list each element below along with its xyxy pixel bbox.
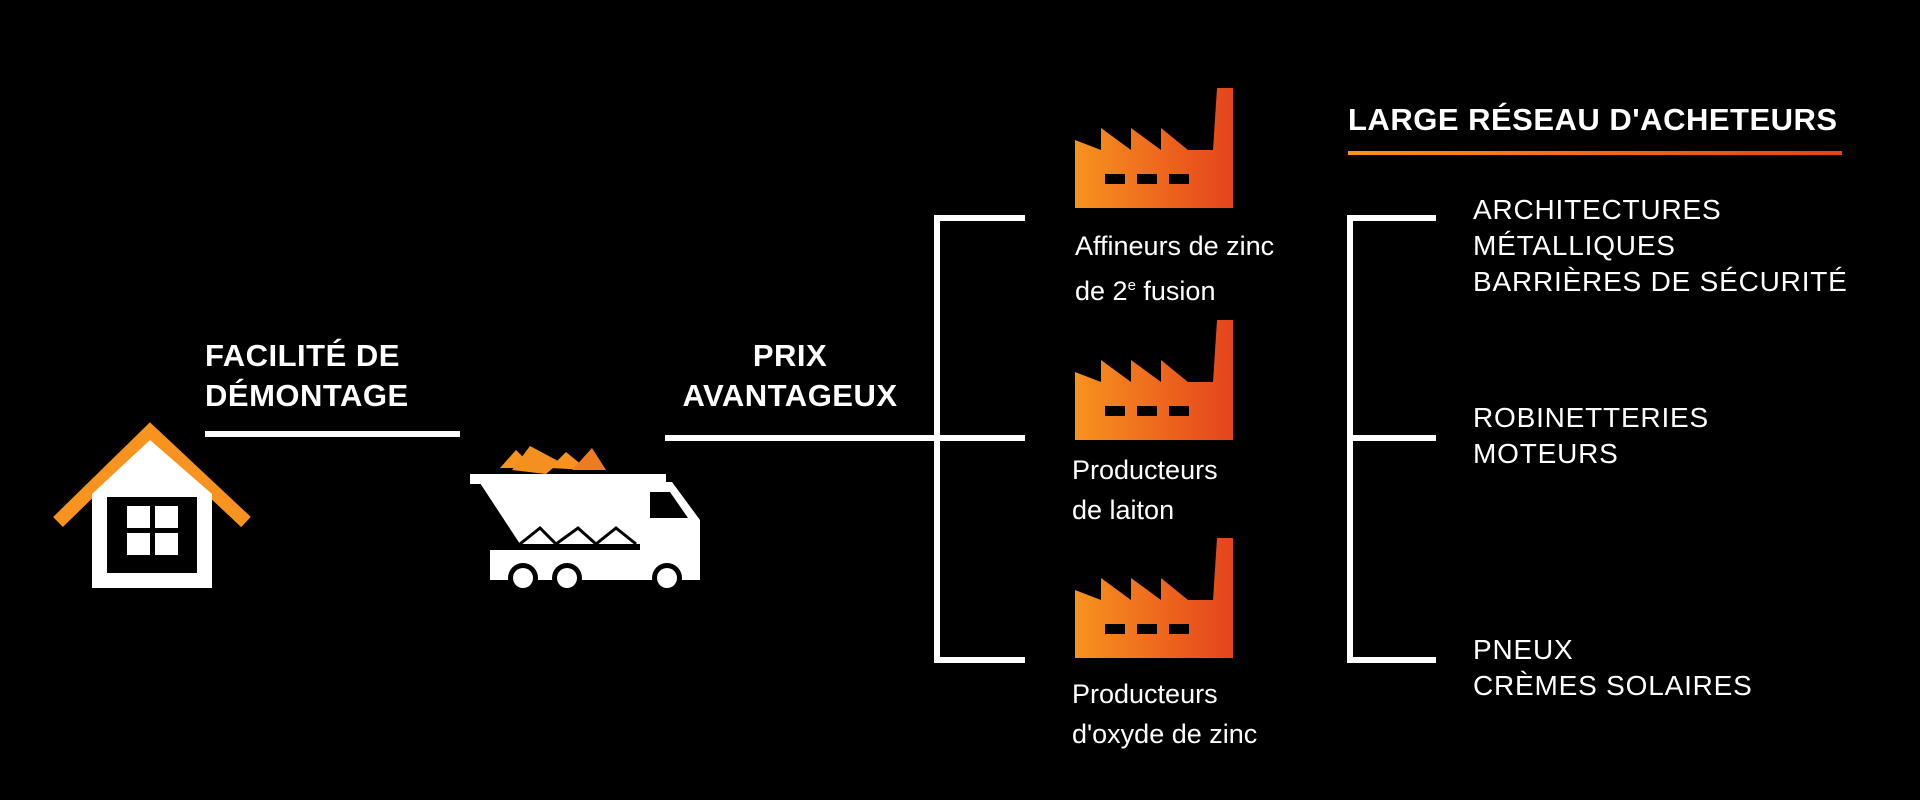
producer-label-line2: d'oxyde de zinc (1072, 719, 1258, 749)
producer-label-line1: Producteurs (1072, 455, 1218, 485)
factory-icon (1075, 88, 1233, 208)
buyer-item: ROBINETTERIES (1473, 402, 1709, 433)
house-icon (53, 422, 251, 588)
buyer-item: ARCHITECTURES (1473, 194, 1722, 225)
producer-label-line2: de 2e fusion (1075, 276, 1216, 306)
header-underline (1348, 151, 1842, 155)
factory-icon (1075, 320, 1233, 440)
buyer-group-2: ROBINETTERIES MOTEURS (1473, 400, 1709, 472)
dump-truck-icon (470, 446, 700, 593)
price-label-line1: PRIX (752, 338, 828, 373)
buyer-group-1: ARCHITECTURES MÉTALLIQUES BARRIÈRES DE S… (1473, 192, 1848, 300)
dismantling-label-line1: FACILITÉ DE (205, 338, 400, 373)
producer-label-zinc-refiners: Affineurs de zinc de 2e fusion (1075, 226, 1274, 311)
dismantling-label-line2: DÉMONTAGE (205, 378, 409, 413)
buyer-bracket (1347, 215, 1436, 663)
flow-connectors (205, 431, 1025, 441)
producer-label-brass: Producteurs de laiton (1072, 450, 1218, 530)
buyer-item: MÉTALLIQUES (1473, 230, 1676, 261)
buyer-item: MOTEURS (1473, 438, 1619, 469)
factory-icon (1075, 538, 1233, 658)
superscript: e (1127, 277, 1136, 294)
buyers-header: LARGE RÉSEAU D'ACHETEURS (1348, 102, 1838, 137)
buyer-item: PNEUX (1473, 634, 1574, 665)
producer-label-line1: Producteurs (1072, 679, 1218, 709)
dismantling-label: FACILITÉ DE DÉMONTAGE (205, 336, 409, 416)
buyer-item: BARRIÈRES DE SÉCURITÉ (1473, 266, 1848, 297)
producer-label-line1: Affineurs de zinc (1075, 231, 1275, 261)
producer-label-line2: de laiton (1072, 495, 1175, 525)
buyer-item: CRÈMES SOLAIRES (1473, 670, 1753, 701)
producer-label-zinc-oxide: Producteurs d'oxyde de zinc (1072, 674, 1257, 754)
buyer-group-3: PNEUX CRÈMES SOLAIRES (1473, 632, 1753, 704)
price-label-line2: AVANTAGEUX (682, 378, 898, 413)
price-label: PRIX AVANTAGEUX (665, 336, 915, 416)
producer-bracket (934, 215, 1025, 663)
